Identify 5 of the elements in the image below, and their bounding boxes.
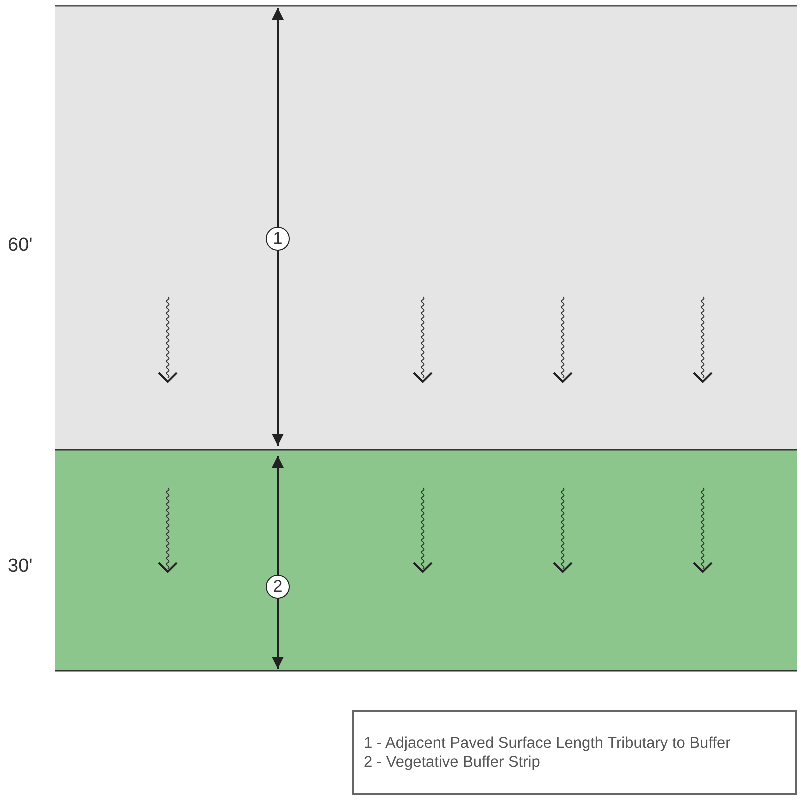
dimension-label: 30' [8, 556, 33, 578]
notes-box [352, 710, 797, 795]
dimension-label: 60' [8, 235, 33, 257]
note-text: 1 - Adjacent Paved Surface Length Tributary to Buffer [364, 734, 732, 752]
note-text: 2 - Vegetative Buffer Strip [364, 752, 542, 772]
